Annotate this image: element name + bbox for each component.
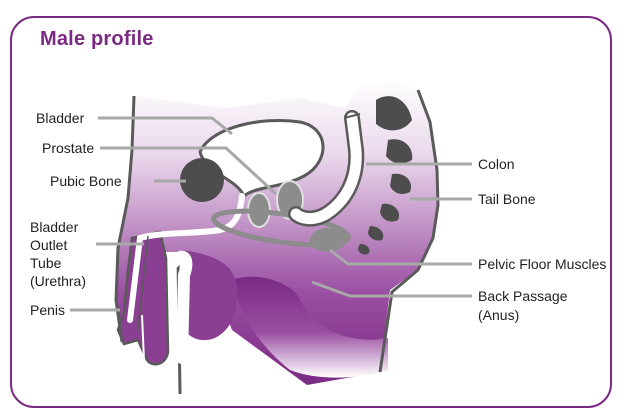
label-urethra-line-3: Tube: [30, 255, 62, 271]
leader-pelvic-floor: [329, 248, 472, 266]
urethra-outline: [137, 235, 149, 331]
label-pubic-bone: Pubic Bone: [50, 173, 122, 189]
inner-leg: [168, 250, 193, 364]
label-urethra-line-4: (Urethra): [30, 273, 86, 289]
body-outline-front: [114, 95, 136, 343]
colon-organ-inner: [290, 112, 362, 225]
label-urethra-line-2: Outlet: [30, 237, 67, 253]
pubic-bone: [180, 158, 224, 202]
pelvic-floor-muscles: [211, 208, 351, 248]
leader-prostate: [100, 146, 278, 196]
label-back-passage-line-2: (Anus): [478, 307, 519, 323]
label-pelvic-floor: Pelvic Floor Muscles: [478, 256, 606, 272]
leader-back-passage: [311, 280, 472, 298]
bladder-organ: [198, 118, 325, 199]
rectum-organ: [310, 228, 346, 252]
leader-bladder: [98, 116, 233, 136]
label-colon: Colon: [478, 156, 515, 172]
label-penis: Penis: [30, 302, 65, 318]
label-prostate: Prostate: [42, 140, 94, 156]
penis-tip: [141, 314, 145, 361]
diagram-title: Male profile: [40, 28, 154, 50]
colon-top: [343, 113, 361, 119]
lower-body-region: [232, 276, 388, 378]
body-outline-back: [378, 89, 440, 373]
label-urethra-line-1: Bladder: [30, 219, 79, 235]
penis-shape: [116, 230, 170, 366]
label-tail-bone: Tail Bone: [478, 191, 536, 207]
tail-bone: [358, 96, 413, 255]
label-bladder: Bladder: [36, 110, 85, 126]
scrotum-shape: [180, 250, 238, 341]
leader-lines: [70, 116, 472, 312]
label-back-passage-line-1: Back Passage: [478, 288, 568, 304]
